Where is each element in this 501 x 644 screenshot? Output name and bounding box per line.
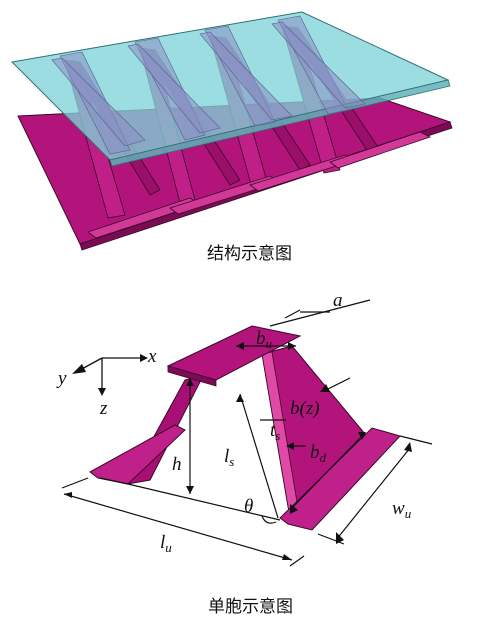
label-l-u: lu	[160, 532, 172, 555]
label-b-d-main: b	[310, 442, 320, 463]
label-l-s-sub: s	[229, 454, 234, 469]
top-flange-edge	[167, 365, 217, 387]
label-t-s: ts	[270, 420, 280, 443]
label-a: a	[333, 290, 343, 311]
unit-cell-caption-mark: ↵	[283, 608, 290, 617]
label-h: h	[172, 454, 182, 475]
label-w-u-sub: u	[405, 506, 412, 521]
label-w-u: wu	[392, 498, 412, 521]
structure-schematic	[10, 11, 453, 251]
label-l-s-main: l	[224, 446, 229, 467]
label-b-d: bd	[310, 442, 327, 465]
left-bottom-flange	[89, 424, 186, 485]
unit-cell-schematic	[89, 325, 401, 531]
structure-caption-mark: ↵	[282, 255, 289, 264]
label-b-d-sub: d	[320, 450, 327, 465]
dimension-lines	[61, 299, 433, 567]
label-t-s-sub: s	[275, 428, 280, 443]
label-l-u-main: l	[160, 532, 165, 553]
label-b-u-main: b	[256, 328, 266, 349]
right-bottom-flange	[279, 427, 401, 531]
axis-y-label: y	[56, 368, 67, 389]
axis-x-label: x	[147, 346, 157, 367]
label-l-s: ls	[224, 446, 234, 469]
label-theta: θ	[244, 496, 253, 517]
coordinate-axes	[72, 354, 148, 396]
label-t-s-main: t	[270, 420, 276, 441]
structure-caption: 结构示意图	[207, 244, 292, 264]
label-b-u-sub: u	[266, 336, 273, 351]
label-l-u-sub: u	[165, 540, 172, 555]
label-b-z: b(z)	[290, 398, 320, 419]
axis-z-label: z	[99, 398, 108, 419]
web-tops	[51, 15, 366, 155]
unit-cell-caption: 单胞示意图	[208, 597, 293, 617]
label-b-u: bu	[256, 328, 273, 351]
label-w-u-main: w	[392, 498, 405, 519]
